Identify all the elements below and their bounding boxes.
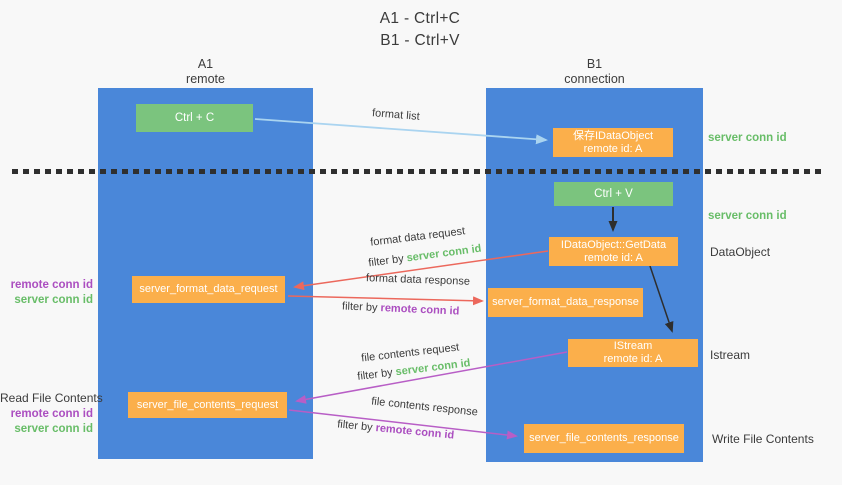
- remote-conn-id-text: remote conn id: [380, 302, 460, 318]
- right-server-conn-id-2: server conn id: [708, 210, 787, 222]
- column-header-b1: B1 connection: [486, 57, 703, 87]
- write-file-contents-label: Write File Contents: [712, 432, 814, 446]
- read-file-contents-label: Read File Contents: [0, 391, 103, 405]
- save-idataobject-line1: 保存IDataObject: [572, 129, 654, 142]
- server-file-contents-request-label: server_file_contents_request: [136, 398, 279, 411]
- server-format-data-response-label: server_format_data_response: [492, 296, 639, 308]
- title-line-a1: A1 - Ctrl+C: [379, 10, 461, 27]
- format-data-response-label: format data response: [365, 272, 471, 288]
- left-server-conn-id-1: server conn id: [14, 294, 93, 306]
- istream-line1: IStream: [613, 340, 653, 352]
- server-conn-id-text: server conn id: [394, 357, 472, 379]
- file-contents-response-label: file contents response: [370, 395, 479, 419]
- format-data-request-label: format data request: [369, 225, 466, 249]
- filter-by-text: filter by: [341, 300, 378, 314]
- save-idataobject-line2: remote id: A: [583, 142, 643, 155]
- ctrl-c-box: Ctrl + C: [136, 104, 253, 132]
- filter-by-text: filter by: [367, 252, 405, 270]
- idataobject-getdata-line1: IDataObject::GetData: [560, 238, 667, 251]
- column-a1-name: A1: [197, 57, 214, 71]
- server-format-data-request-label: server_format_data_request: [139, 283, 278, 295]
- idataobject-getdata-line2: remote id: A: [584, 251, 643, 264]
- filter-by-text: filter by: [356, 366, 394, 383]
- right-server-conn-id-1: server conn id: [708, 132, 787, 144]
- server-file-contents-response-label: server_file_contents_response: [529, 432, 679, 444]
- server-file-contents-response-box: server_file_contents_response: [524, 424, 684, 453]
- filter-by-remote-conn-id-1: filter by remote conn id: [342, 300, 460, 317]
- save-idataobject-box: 保存IDataObject remote id: A: [553, 128, 673, 157]
- ctrl-v-label: Ctrl + V: [594, 187, 633, 200]
- left-server-conn-id-2: server conn id: [14, 423, 93, 435]
- filter-by-remote-conn-id-2: filter by remote conn id: [337, 418, 455, 441]
- section-divider: [12, 169, 824, 174]
- remote-conn-id-text: remote conn id: [375, 422, 455, 442]
- istream-line2: remote id: A: [603, 353, 663, 365]
- column-b1-subtitle: connection: [564, 72, 625, 86]
- idataobject-getdata-box: IDataObject::GetData remote id: A: [549, 237, 678, 266]
- left-remote-conn-id-1: remote conn id: [10, 279, 93, 291]
- dataobject-label: DataObject: [710, 245, 771, 259]
- column-b1-name: B1: [586, 57, 603, 71]
- diagram-title: A1 - Ctrl+C B1 - Ctrl+V: [300, 8, 540, 52]
- left-remote-conn-id-2: remote conn id: [10, 408, 93, 420]
- server-conn-id-text: server conn id: [405, 242, 483, 265]
- ctrl-v-box: Ctrl + V: [554, 182, 673, 206]
- column-header-a1: A1 remote: [98, 57, 313, 87]
- title-line-b1: B1 - Ctrl+V: [380, 32, 460, 49]
- format-list-label: format list: [371, 107, 421, 123]
- ctrl-c-label: Ctrl + C: [174, 111, 215, 124]
- istream-side-label: Istream: [710, 348, 751, 362]
- server-file-contents-request-box: server_file_contents_request: [128, 392, 287, 418]
- format-data-response-arrow: [287, 295, 484, 306]
- server-format-data-response-box: server_format_data_response: [488, 288, 643, 317]
- istream-box: IStream remote id: A: [568, 339, 698, 367]
- server-format-data-request-box: server_format_data_request: [132, 276, 285, 303]
- column-a1-subtitle: remote: [186, 72, 225, 86]
- filter-by-text: filter by: [336, 418, 374, 434]
